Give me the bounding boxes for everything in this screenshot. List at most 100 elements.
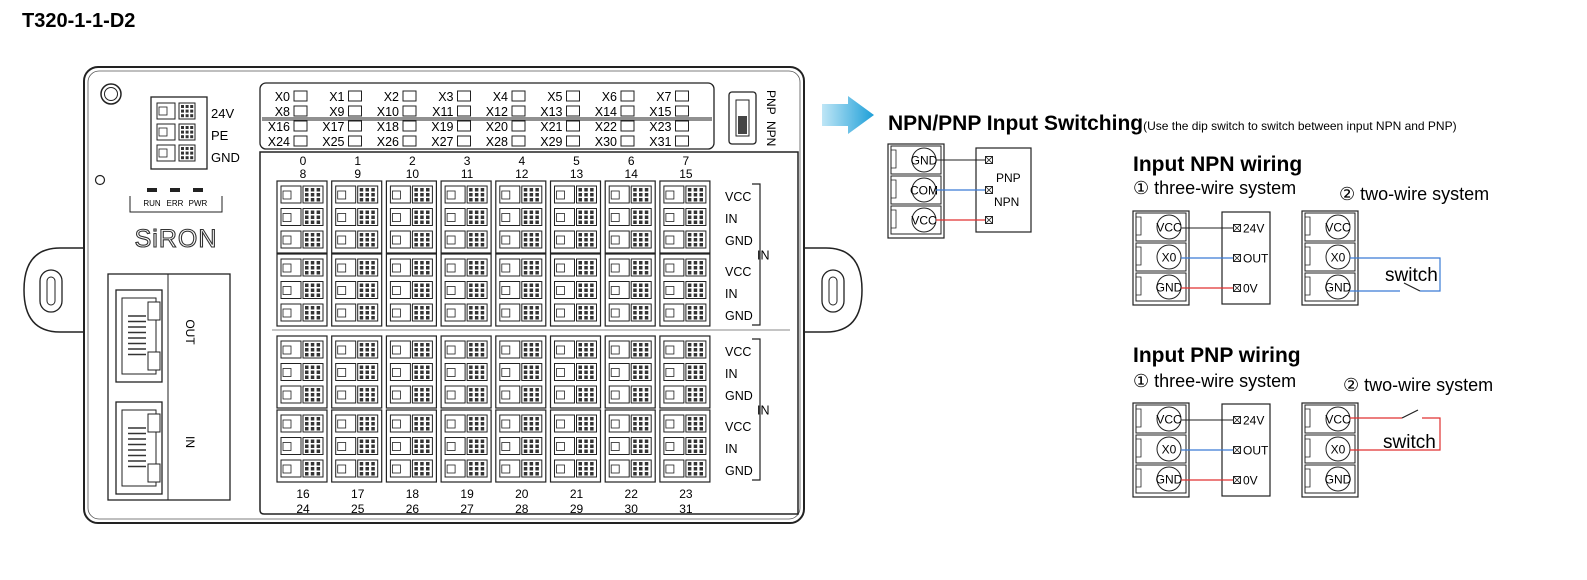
indicator-label: X18 bbox=[377, 120, 399, 134]
port-label-out: OUT bbox=[183, 319, 197, 345]
terminal-block bbox=[331, 253, 383, 327]
row-label: IN bbox=[725, 367, 738, 381]
terminal-label: VCC bbox=[911, 214, 937, 228]
column-number: 28 bbox=[515, 502, 529, 516]
terminal-block bbox=[659, 253, 711, 327]
indicator-label: X21 bbox=[540, 120, 562, 134]
switch-label: switch bbox=[1385, 265, 1438, 286]
dip-switch-lever bbox=[738, 116, 747, 134]
column-number: 30 bbox=[625, 502, 639, 516]
column-number: 29 bbox=[570, 502, 584, 516]
column-number: 1 bbox=[354, 154, 361, 168]
terminal-block bbox=[440, 335, 492, 409]
led-label-run: RUN bbox=[143, 199, 161, 208]
pnp-heading: Input PNP wiring bbox=[1133, 344, 1301, 367]
column-number: 24 bbox=[296, 502, 310, 516]
led-bracket bbox=[129, 196, 223, 213]
terminal-label: GND bbox=[1325, 281, 1352, 295]
column-number: 20 bbox=[515, 487, 529, 501]
column-number: 4 bbox=[518, 154, 525, 168]
terminal-label: VCC bbox=[1156, 221, 1182, 235]
terminal-block bbox=[495, 253, 547, 327]
column-number: 18 bbox=[406, 487, 420, 501]
terminal-label: X0 bbox=[1331, 251, 1346, 265]
column-number: 8 bbox=[300, 167, 307, 181]
terminal-block bbox=[659, 409, 711, 483]
sensor-label: OUT bbox=[1243, 252, 1269, 266]
indicator-led bbox=[675, 135, 689, 147]
terminal-block bbox=[549, 253, 602, 327]
terminal-block bbox=[385, 253, 437, 327]
terminal-block bbox=[549, 180, 602, 254]
indicator-led bbox=[293, 105, 308, 117]
indicator-led bbox=[511, 120, 526, 132]
terminal-label: COM bbox=[910, 184, 938, 198]
indicator-led bbox=[457, 135, 471, 147]
row-label: IN bbox=[725, 212, 738, 226]
indicator-led bbox=[620, 135, 635, 147]
switch-label-npn: NPN bbox=[764, 121, 778, 146]
indicator-label: X1 bbox=[329, 90, 344, 104]
model-title: T320-1-1-D2 bbox=[22, 10, 135, 32]
column-number: 22 bbox=[625, 487, 639, 501]
indicator-label: X3 bbox=[438, 90, 453, 104]
switching-label-pnp: PNP bbox=[996, 171, 1021, 185]
column-number: 31 bbox=[679, 502, 693, 516]
indicator-label: X15 bbox=[649, 105, 671, 119]
column-number: 12 bbox=[515, 167, 529, 181]
column-number: 11 bbox=[461, 167, 474, 181]
column-number: 6 bbox=[628, 154, 635, 168]
indicator-label: X23 bbox=[649, 120, 671, 134]
sensor-label: 0V bbox=[1243, 282, 1258, 296]
terminal-label: GND bbox=[911, 154, 938, 168]
column-number: 13 bbox=[570, 167, 584, 181]
indicator-led bbox=[293, 90, 308, 102]
terminal-block bbox=[331, 409, 383, 483]
row-label: VCC bbox=[725, 265, 751, 279]
ethernet-port-in bbox=[115, 401, 163, 495]
indicator-label: X7 bbox=[656, 90, 671, 104]
indicator-label: X30 bbox=[595, 135, 617, 149]
row-label: VCC bbox=[725, 190, 751, 204]
column-number: 15 bbox=[679, 167, 693, 181]
terminal-block bbox=[604, 335, 656, 409]
column-number: 10 bbox=[406, 167, 420, 181]
column-number: 0 bbox=[300, 154, 307, 168]
terminal-block bbox=[440, 409, 492, 483]
column-number: 7 bbox=[683, 154, 690, 168]
svg-text:NPN/PNP Input Switching(Use th: NPN/PNP Input Switching(Use the dip swit… bbox=[888, 112, 1457, 135]
sensor-label: 0V bbox=[1243, 474, 1258, 488]
err-led bbox=[170, 188, 180, 192]
indicator-led bbox=[402, 120, 417, 132]
switch-contact bbox=[1403, 282, 1421, 292]
terminal-block bbox=[604, 409, 656, 483]
terminal-label: X0 bbox=[1162, 251, 1177, 265]
pnp-three-wire-caption: ① three-wire system bbox=[1133, 371, 1296, 391]
ethernet-panel: OUT IN bbox=[107, 273, 231, 501]
terminal-block bbox=[276, 409, 328, 483]
led-label-err: ERR bbox=[167, 199, 184, 208]
indicator-led bbox=[675, 105, 689, 117]
indicator-led bbox=[620, 90, 635, 102]
pnp-two-wire-caption: ② two-wire system bbox=[1343, 375, 1493, 395]
led-label-pwr: PWR bbox=[189, 199, 208, 208]
terminal-label: VCC bbox=[1325, 221, 1351, 235]
indicator-led bbox=[293, 120, 308, 132]
indicator-label: X26 bbox=[377, 135, 399, 149]
run-led bbox=[147, 188, 157, 192]
switching-heading: NPN/PNP Input Switching bbox=[888, 112, 1143, 135]
npn-two-wire-caption: ② two-wire system bbox=[1339, 184, 1489, 204]
indicator-label: X12 bbox=[486, 105, 508, 119]
ethernet-port-out bbox=[115, 289, 163, 383]
arrow-icon bbox=[822, 96, 874, 134]
terminal-block bbox=[659, 335, 711, 409]
terminal-block bbox=[440, 253, 492, 327]
indicator-label: X22 bbox=[595, 120, 617, 134]
indicator-led bbox=[457, 105, 471, 117]
terminal-label: GND bbox=[1325, 473, 1352, 487]
indicator-label: X14 bbox=[595, 105, 617, 119]
column-number: 25 bbox=[351, 502, 365, 516]
